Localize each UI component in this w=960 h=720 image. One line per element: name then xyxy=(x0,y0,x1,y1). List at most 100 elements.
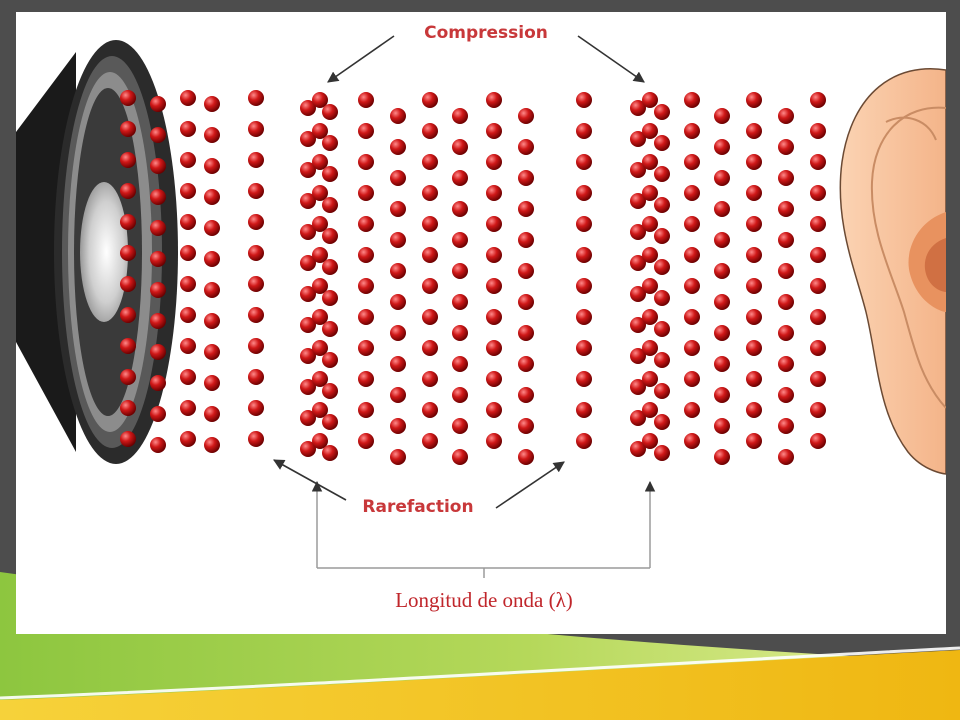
air-particle xyxy=(486,185,502,201)
air-particle xyxy=(248,369,264,385)
air-particle xyxy=(390,201,406,217)
air-particle xyxy=(576,402,592,418)
air-particle xyxy=(358,278,374,294)
air-particle xyxy=(248,152,264,168)
air-particle xyxy=(180,307,196,323)
air-particle xyxy=(312,340,328,356)
air-particle xyxy=(714,418,730,434)
air-particle xyxy=(312,216,328,232)
air-particle xyxy=(452,201,468,217)
air-particle xyxy=(810,278,826,294)
air-particle xyxy=(204,251,220,267)
air-particle xyxy=(642,340,658,356)
air-particle xyxy=(248,121,264,137)
air-particle xyxy=(358,216,374,232)
air-particle xyxy=(358,309,374,325)
air-particle xyxy=(746,185,762,201)
air-particle xyxy=(120,307,136,323)
air-particle xyxy=(180,183,196,199)
air-particle xyxy=(452,170,468,186)
air-particle xyxy=(452,325,468,341)
air-particle xyxy=(322,321,338,337)
air-particle xyxy=(684,278,700,294)
air-particle xyxy=(248,214,264,230)
air-particle xyxy=(486,154,502,170)
air-particle xyxy=(810,402,826,418)
air-particle xyxy=(518,139,534,155)
air-particle xyxy=(322,414,338,430)
air-particle xyxy=(150,158,166,174)
air-particle xyxy=(180,338,196,354)
air-particle xyxy=(204,406,220,422)
air-particle xyxy=(452,232,468,248)
air-particle xyxy=(518,201,534,217)
air-particle xyxy=(150,437,166,453)
air-particle xyxy=(300,224,316,240)
air-particle xyxy=(684,309,700,325)
air-particle xyxy=(422,309,438,325)
air-particle xyxy=(778,418,794,434)
air-particle xyxy=(248,90,264,106)
air-particle xyxy=(684,247,700,263)
air-particle xyxy=(300,317,316,333)
air-particle xyxy=(714,449,730,465)
air-particle xyxy=(778,139,794,155)
air-particle xyxy=(714,387,730,403)
white-swoosh-line xyxy=(0,646,960,700)
air-particle xyxy=(630,224,646,240)
air-particle xyxy=(810,340,826,356)
air-particle xyxy=(518,294,534,310)
air-particle xyxy=(322,352,338,368)
air-particle xyxy=(518,170,534,186)
rarefaction-label: Rarefaction xyxy=(362,497,473,517)
air-particle xyxy=(312,371,328,387)
air-particle xyxy=(746,247,762,263)
air-particle xyxy=(322,228,338,244)
air-particle xyxy=(746,154,762,170)
air-particle xyxy=(684,154,700,170)
air-particle xyxy=(150,189,166,205)
air-particle xyxy=(390,139,406,155)
air-particle xyxy=(120,90,136,106)
air-particle xyxy=(248,307,264,323)
air-particle xyxy=(120,369,136,385)
air-particle xyxy=(576,154,592,170)
air-particle xyxy=(576,340,592,356)
air-particle xyxy=(150,96,166,112)
air-particle xyxy=(390,170,406,186)
air-particle xyxy=(120,431,136,447)
air-particle xyxy=(576,185,592,201)
air-particle xyxy=(746,433,762,449)
air-particle xyxy=(358,154,374,170)
wavelength-bracket xyxy=(311,480,656,578)
air-particle xyxy=(642,433,658,449)
air-particle xyxy=(486,309,502,325)
air-particle xyxy=(810,433,826,449)
rarefaction-arrow-left xyxy=(273,459,347,501)
air-particle xyxy=(390,108,406,124)
air-particle xyxy=(778,325,794,341)
air-particle xyxy=(248,400,264,416)
air-particle xyxy=(654,135,670,151)
air-particle xyxy=(810,247,826,263)
air-particle xyxy=(358,92,374,108)
wavelength-label: Longitud de onda (λ) xyxy=(395,588,573,612)
air-particle xyxy=(180,121,196,137)
air-particle xyxy=(810,123,826,139)
air-particle xyxy=(452,139,468,155)
air-particle xyxy=(150,313,166,329)
air-particle xyxy=(630,410,646,426)
air-particle xyxy=(778,201,794,217)
air-particle xyxy=(422,123,438,139)
air-particle xyxy=(810,216,826,232)
air-particle xyxy=(312,123,328,139)
rarefaction-arrow-right xyxy=(495,461,565,509)
air-particle xyxy=(248,245,264,261)
air-particle xyxy=(518,325,534,341)
air-particle xyxy=(312,278,328,294)
air-particle xyxy=(518,387,534,403)
air-particle xyxy=(746,402,762,418)
air-particle xyxy=(300,162,316,178)
air-particle xyxy=(452,356,468,372)
air-particle xyxy=(778,294,794,310)
